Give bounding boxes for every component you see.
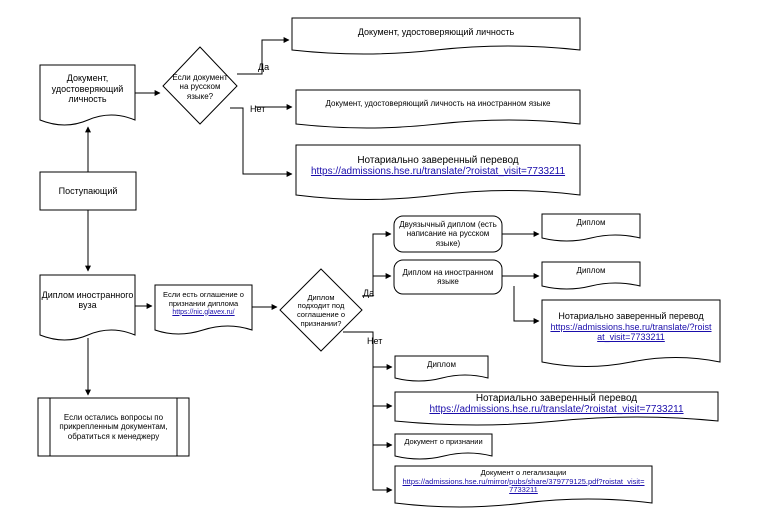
legalization-title: Документ о легализации	[480, 468, 567, 478]
edge-no-2: Нет	[367, 336, 383, 346]
translation-2-node: Нотариально заверенный перевод https://a…	[542, 304, 720, 350]
q-agreement-label: Диплом подходит под соглашение о признан…	[296, 292, 346, 328]
recognition-doc-shape	[394, 433, 493, 460]
translation-3-link[interactable]: https://admissions.hse.ru/translate/?roi…	[429, 404, 684, 415]
no-diploma-shape	[394, 355, 489, 382]
edge-yes-2: Да	[363, 288, 375, 298]
id-doc-shape	[39, 64, 136, 126]
legalization-link[interactable]: https://admissions.hse.ru/mirror/pubs/sh…	[402, 476, 645, 495]
translation-2-shape	[541, 299, 721, 367]
foreign-result-node: Диплом	[542, 262, 640, 280]
translation-1-link[interactable]: https://admissions.hse.ru/translate/?roi…	[310, 166, 566, 177]
agreement-title: Если есть оглашение о признании диплома	[163, 290, 244, 308]
translation-3-shape	[394, 391, 719, 426]
legalization-shape	[394, 465, 653, 508]
id-doc-label: Документ, удостоверяющий личность	[51, 73, 124, 105]
foreign-diploma-node: Диплом на иностранном языке	[394, 260, 502, 294]
foreign-result-shape	[541, 261, 641, 290]
diploma-shape	[39, 274, 136, 341]
legalization-node: Документ о легализации https://admission…	[395, 467, 652, 497]
diploma-label: Диплом иностранного вуза	[41, 289, 134, 310]
no-diploma-label: Диплом	[427, 359, 456, 369]
q-russian-shape	[162, 46, 238, 125]
agreement-node: Если есть оглашение о признании диплома …	[155, 287, 252, 321]
dual-diploma-label: Двуязычный диплом (есть написание на рус…	[399, 220, 497, 248]
q-russian-label: Если документ на русском языке?	[172, 73, 228, 101]
translation-3-title: Нотариально заверенный перевод	[475, 392, 638, 404]
id-doc-foreign-node: Документ, удостоверяющий личность на ино…	[296, 92, 580, 116]
dual-result-node: Диплом	[542, 214, 640, 232]
agreement-link[interactable]: https://nic.glavex.ru/	[172, 308, 235, 316]
translation-3-node: Нотариально заверенный перевод https://a…	[395, 392, 718, 416]
id-doc-node: Документ, удостоверяющий личность	[40, 68, 135, 110]
translation-2-link[interactable]: https://admissions.hse.ru/translate/?roi…	[550, 321, 712, 343]
q-agreement-node: Диплом подходит под соглашение о признан…	[292, 288, 350, 334]
edge-no-1: Нет	[250, 104, 266, 114]
recognition-doc-label: Документ о признании	[404, 437, 483, 447]
applicant-node: Поступающий	[40, 172, 136, 210]
no-diploma-node: Диплом	[395, 356, 488, 373]
translation-1-node: Нотариально заверенный перевод https://a…	[296, 148, 580, 184]
agreement-shape	[154, 284, 253, 335]
contact-label: Если остались вопросы по прикрепленным д…	[59, 413, 168, 441]
dual-result-label: Диплом	[576, 218, 606, 228]
contact-shape	[37, 397, 190, 457]
translation-1-title: Нотариально заверенный перевод	[357, 154, 519, 166]
foreign-diploma-label: Диплом на иностранном языке	[402, 267, 494, 286]
translation-1-shape	[295, 144, 581, 200]
diploma-node: Диплом иностранного вуза	[40, 278, 135, 322]
id-doc-foreign-shape	[295, 89, 581, 129]
recognition-doc-node: Документ о признании	[395, 434, 492, 451]
foreign-result-label: Диплом	[576, 266, 606, 276]
id-doc-ru-shape	[291, 17, 581, 55]
id-doc-ru-label: Документ, удостоверяющий личность	[357, 26, 515, 37]
id-doc-ru-node: Документ, удостоверяющий личность	[292, 20, 580, 44]
q-agreement-shape	[279, 268, 363, 352]
dual-result-shape	[541, 213, 641, 242]
edge-yes-1: Да	[258, 62, 270, 72]
id-doc-foreign-label: Документ, удостоверяющий личность на ино…	[325, 99, 551, 109]
foreign-diploma-shape	[393, 259, 503, 295]
q-russian-node: Если документ на русском языке?	[170, 62, 230, 112]
dual-diploma-node: Двуязычный диплом (есть написание на рус…	[394, 216, 502, 252]
applicant-label: Поступающий	[58, 185, 118, 196]
translation-2-title: Нотариально заверенный перевод	[558, 311, 704, 322]
contact-node: Если остались вопросы по прикрепленным д…	[38, 400, 189, 454]
